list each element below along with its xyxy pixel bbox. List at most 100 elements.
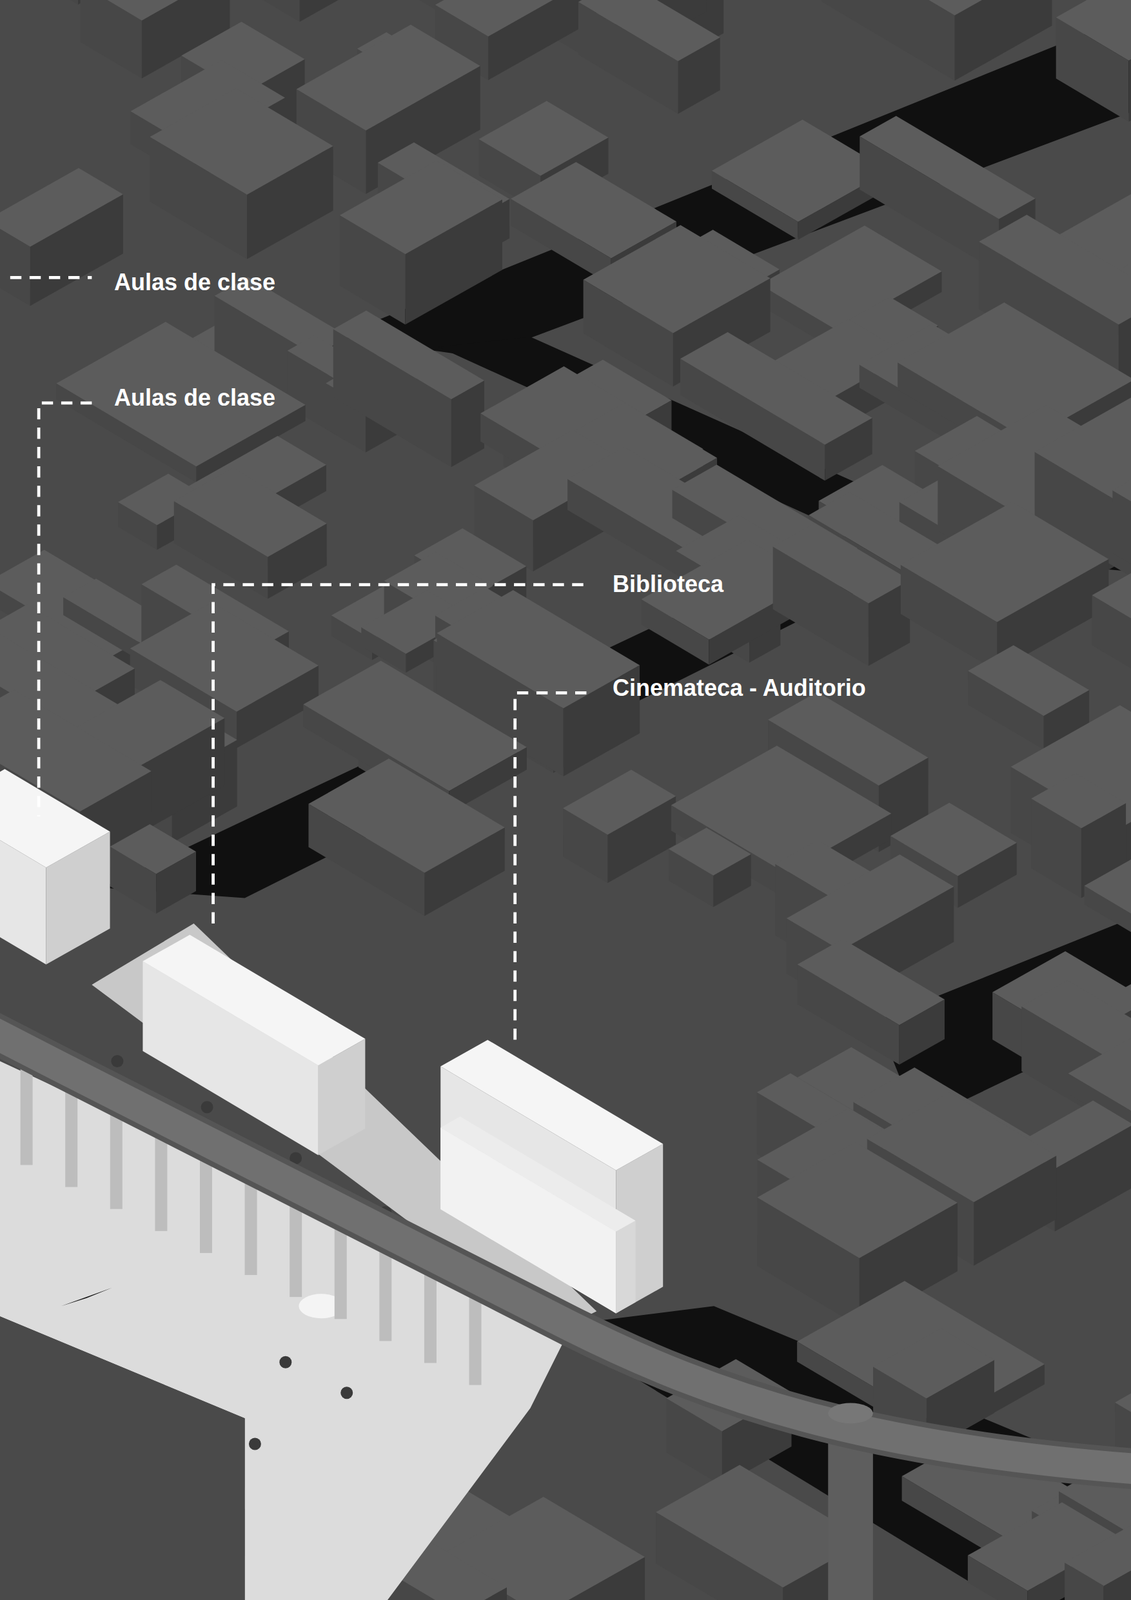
- viaduct: [0, 1030, 1131, 1600]
- roof: [333, 310, 485, 399]
- callout-label: Aulas de clase: [114, 269, 276, 296]
- column: [154, 1134, 168, 1231]
- callout-label: Biblioteca: [612, 571, 724, 598]
- roof: [440, 1116, 636, 1231]
- plaza-slot: [61, 1287, 113, 1306]
- roof: [0, 167, 124, 247]
- project-volumes: [0, 769, 663, 1314]
- roof: [1084, 842, 1131, 915]
- city-building: [109, 824, 197, 914]
- column: [110, 1111, 123, 1209]
- roof: [435, 0, 597, 37]
- roof: [149, 88, 333, 195]
- city-building: [1091, 564, 1131, 699]
- facade: [16, 0, 79, 5]
- callout-label: Aulas de clase: [114, 384, 276, 411]
- city-building: [668, 827, 752, 907]
- roof: [142, 934, 365, 1065]
- highway-deck: [0, 1030, 1131, 1469]
- facade: [615, 1143, 663, 1314]
- roof: [668, 827, 752, 876]
- facade: [821, 0, 955, 81]
- roof: [1114, 1374, 1131, 1427]
- column: [424, 1265, 437, 1363]
- tree: [110, 1054, 124, 1068]
- city-building: [1056, 0, 1131, 122]
- roof: [436, 590, 640, 709]
- leader-line: [213, 584, 584, 929]
- ramp-top: [827, 1403, 874, 1424]
- city-building: [578, 0, 721, 115]
- roof: [0, 769, 111, 868]
- plaza: [0, 923, 597, 1600]
- city-building: [149, 88, 333, 260]
- city-building: [773, 522, 910, 666]
- column: [20, 1067, 33, 1165]
- classroom-volume: [0, 769, 111, 965]
- roof: [562, 769, 676, 836]
- city-building: [1064, 1511, 1131, 1600]
- city-building: [0, 167, 124, 306]
- city-building: [216, 0, 370, 22]
- tree: [201, 1100, 214, 1113]
- roof: [773, 522, 910, 603]
- column: [245, 1178, 258, 1275]
- roof: [821, 0, 1052, 16]
- column: [289, 1199, 302, 1297]
- column: [65, 1089, 78, 1187]
- city-building: [339, 160, 503, 325]
- city-building: [562, 769, 676, 884]
- roof: [79, 0, 230, 21]
- highway-edge: [0, 1030, 1131, 1469]
- roof: [680, 332, 873, 445]
- roof: [578, 0, 721, 62]
- column: [379, 1243, 392, 1341]
- street: [101, 428, 1131, 899]
- roof: [339, 160, 503, 255]
- leader-line: [10, 275, 93, 280]
- roof: [308, 758, 505, 873]
- roof: [900, 501, 1110, 622]
- roof: [967, 644, 1090, 716]
- facade: [299, 0, 371, 22]
- auditorium-volume: [440, 1116, 636, 1313]
- tree: [248, 1437, 262, 1450]
- tree: [279, 1356, 292, 1369]
- city-building: [308, 758, 505, 916]
- leader-lines: [10, 277, 587, 1041]
- city-building: [821, 0, 1052, 81]
- city-building: [333, 310, 485, 467]
- leader-line: [515, 692, 587, 1041]
- column: [334, 1221, 347, 1319]
- roof: [786, 854, 954, 951]
- tree: [340, 1386, 353, 1399]
- roof: [303, 660, 527, 791]
- callout-label: Cinemateca - Auditorio: [612, 675, 866, 701]
- roof: [1112, 472, 1131, 548]
- roof: [296, 24, 481, 131]
- city-building: [900, 501, 1110, 671]
- facade: [954, 0, 1053, 81]
- city-building: [797, 938, 945, 1065]
- roof: [478, 100, 609, 176]
- roof: [859, 116, 1035, 220]
- roof: [174, 468, 327, 558]
- city-block: [0, 1316, 246, 1600]
- roof: [797, 938, 945, 1025]
- column: [199, 1156, 213, 1253]
- roof: [1064, 1511, 1131, 1586]
- city-building: [1084, 842, 1131, 934]
- roof: [583, 225, 771, 334]
- roof: [1056, 0, 1131, 61]
- facade: [440, 1127, 616, 1313]
- roof: [1091, 564, 1131, 649]
- facade: [615, 1220, 636, 1314]
- roof: [757, 1141, 958, 1259]
- roof: [873, 1328, 995, 1398]
- library-volume: [142, 934, 365, 1155]
- cinema-volume: [440, 1039, 663, 1313]
